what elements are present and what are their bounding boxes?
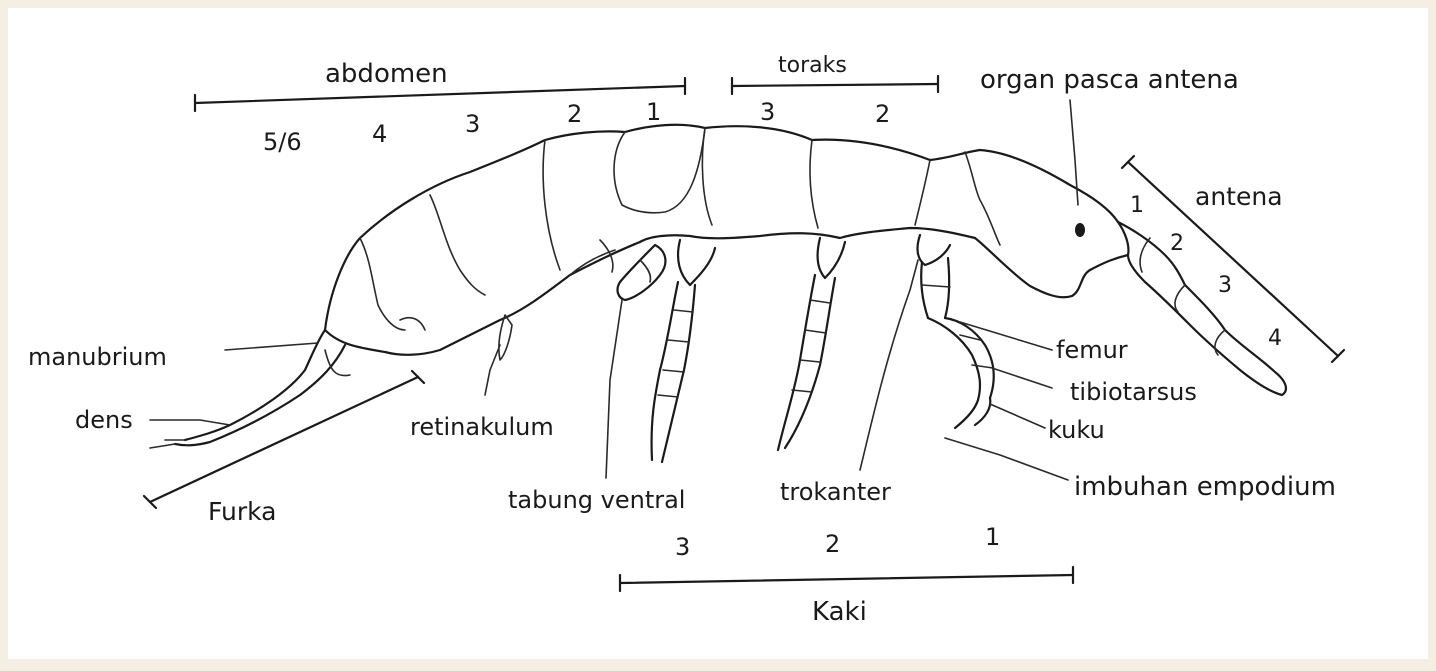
- label-antena: antena: [1195, 182, 1283, 211]
- leg-number-2: 2: [825, 530, 840, 558]
- label-imbuhan-empodium: imbuhan empodium: [1074, 472, 1336, 502]
- toraks-seg-3: 3: [760, 98, 775, 126]
- abdomen-seg-2: 2: [567, 100, 582, 128]
- toraks-seg-2: 2: [875, 100, 890, 128]
- abdomen-seg-5-6: 5/6: [263, 128, 302, 156]
- label-dens: dens: [75, 406, 133, 434]
- label-kuku: kuku: [1048, 416, 1105, 444]
- label-femur: femur: [1056, 336, 1128, 364]
- label-kaki: Kaki: [812, 597, 867, 627]
- abdomen-seg-4: 4: [372, 120, 387, 148]
- antenna-seg-4: 4: [1268, 326, 1282, 351]
- abdomen-seg-1: 1: [646, 98, 661, 126]
- antenna-seg-1: 1: [1130, 193, 1144, 218]
- label-toraks: toraks: [778, 53, 847, 78]
- label-furka: Furka: [208, 497, 277, 526]
- leg-number-1: 1: [985, 523, 1000, 551]
- antenna-seg-2: 2: [1170, 231, 1184, 256]
- leg-number-3: 3: [675, 533, 690, 561]
- label-retinakulum: retinakulum: [410, 413, 554, 441]
- abdomen-seg-3: 3: [465, 110, 480, 138]
- antenna-seg-3: 3: [1218, 273, 1232, 298]
- paper: [8, 8, 1428, 659]
- label-tabung-ventral: tabung ventral: [508, 486, 685, 514]
- eye-spot: [1075, 223, 1085, 237]
- label-tibiotarsus: tibiotarsus: [1070, 378, 1197, 406]
- label-abdomen: abdomen: [325, 59, 448, 89]
- label-organ-pasca-antena: organ pasca antena: [980, 65, 1239, 95]
- label-trokanter: trokanter: [780, 478, 891, 506]
- label-manubrium: manubrium: [28, 343, 167, 371]
